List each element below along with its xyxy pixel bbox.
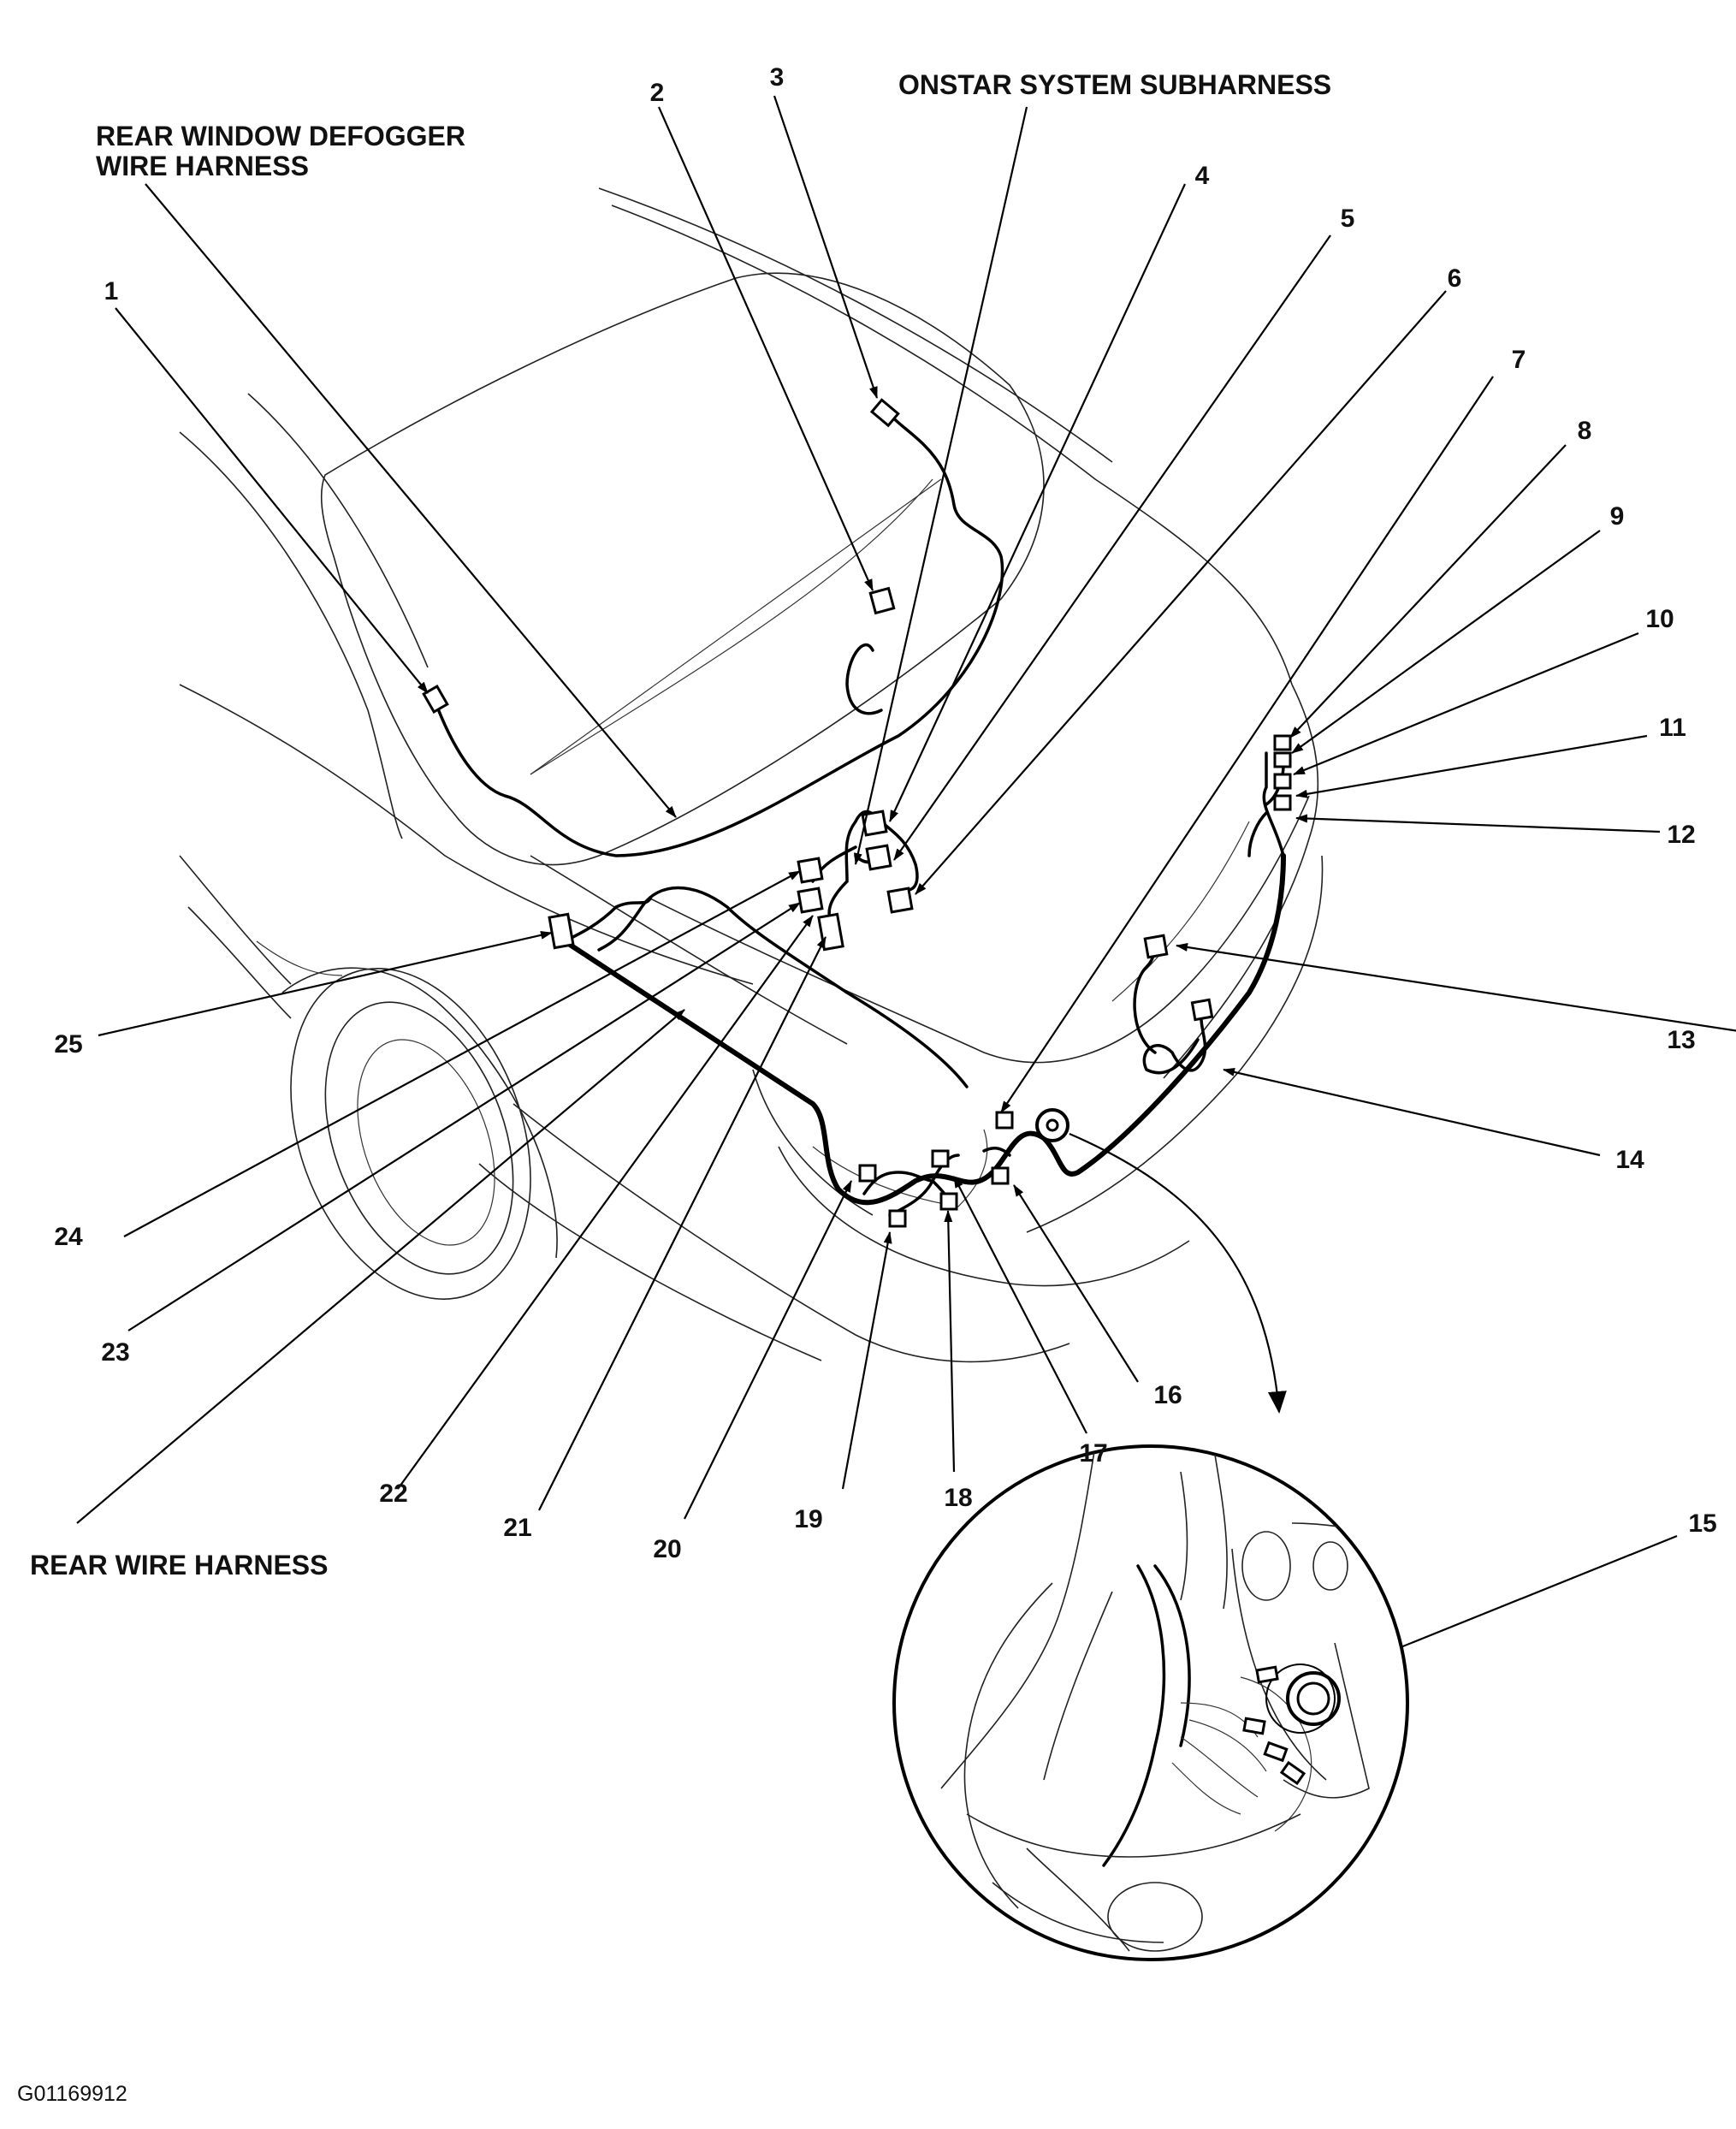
callout-3: 3	[770, 63, 785, 92]
rear-window-defogger-label-line2: WIRE HARNESS	[96, 151, 309, 181]
callout-21: 21	[503, 1514, 531, 1542]
figure-code: G01169912	[17, 2082, 127, 2106]
callout-11: 11	[1659, 714, 1686, 742]
callout-15: 15	[1688, 1509, 1716, 1538]
rear-window-defogger-harness	[430, 400, 1004, 857]
callout-13: 13	[1667, 1026, 1695, 1054]
callout-14: 14	[1615, 1146, 1644, 1174]
callout-12: 12	[1667, 821, 1695, 849]
car-body-outline	[179, 187, 1324, 1363]
callout-17: 17	[1079, 1439, 1107, 1468]
callout-20: 20	[653, 1535, 681, 1563]
callout-18: 18	[944, 1484, 972, 1512]
onstar-subharness-label: ONSTAR SYSTEM SUBHARNESS	[898, 69, 1331, 100]
callout-23: 23	[101, 1338, 129, 1367]
connectors	[422, 398, 1292, 1228]
callout-5: 5	[1341, 205, 1355, 233]
callout-16: 16	[1153, 1381, 1182, 1409]
callout-6: 6	[1448, 264, 1462, 293]
callout-4: 4	[1195, 162, 1210, 190]
callout-2: 2	[650, 79, 665, 107]
leader-lines	[76, 95, 1736, 1670]
callout-25: 25	[54, 1030, 82, 1059]
callout-8: 8	[1578, 417, 1592, 445]
callout-7: 7	[1512, 346, 1526, 374]
callout-1: 1	[104, 277, 119, 305]
onstar-subharness	[845, 643, 883, 715]
rear-window-defogger-label-line1: REAR WINDOW DEFOGGER	[96, 121, 465, 151]
labels: REAR WINDOW DEFOGGER WIRE HARNESS ONSTAR…	[17, 63, 1717, 2106]
callout-22: 22	[379, 1480, 407, 1508]
callout-24: 24	[54, 1223, 83, 1251]
callout-19: 19	[794, 1505, 822, 1533]
callout-9: 9	[1610, 502, 1625, 531]
detail-circle-ground-bolt	[892, 1444, 1409, 1961]
rear-wire-harness-label: REAR WIRE HARNESS	[30, 1550, 328, 1580]
callout-10: 10	[1645, 605, 1674, 633]
